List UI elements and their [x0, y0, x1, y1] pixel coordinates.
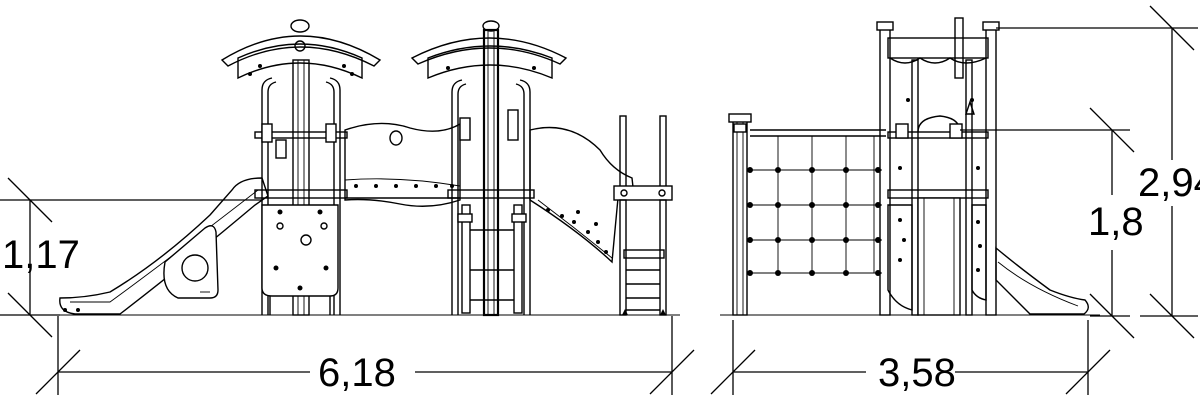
dimension-width-right	[710, 320, 1111, 395]
dimension-width-left	[35, 316, 695, 395]
ladder-right	[613, 115, 673, 316]
width-label-right: 3,58	[878, 351, 956, 395]
inner-height-label-right: 1,8	[1088, 200, 1144, 244]
climbing-net	[747, 129, 886, 276]
front-elevation-view: 1,17 6,18	[0, 19, 695, 395]
side-elevation-view: 3,58 1,8 2,94	[710, 5, 1200, 395]
total-height-label-right: 2,94	[1138, 161, 1200, 205]
dimension-inner-height-right	[960, 107, 1135, 339]
tower-side	[876, 17, 1000, 316]
dimension-height-left	[0, 177, 262, 338]
height-label-left: 1,17	[2, 233, 80, 277]
bridge-panel	[344, 122, 461, 207]
slide-left	[59, 177, 269, 315]
dimension-total-height-right	[996, 5, 1198, 339]
climbing-ramp	[529, 126, 635, 264]
tower-1	[220, 19, 382, 316]
width-label-left: 6,18	[318, 351, 396, 395]
tower-2	[410, 20, 568, 317]
slide-right	[995, 246, 1089, 315]
net-post	[728, 113, 752, 316]
